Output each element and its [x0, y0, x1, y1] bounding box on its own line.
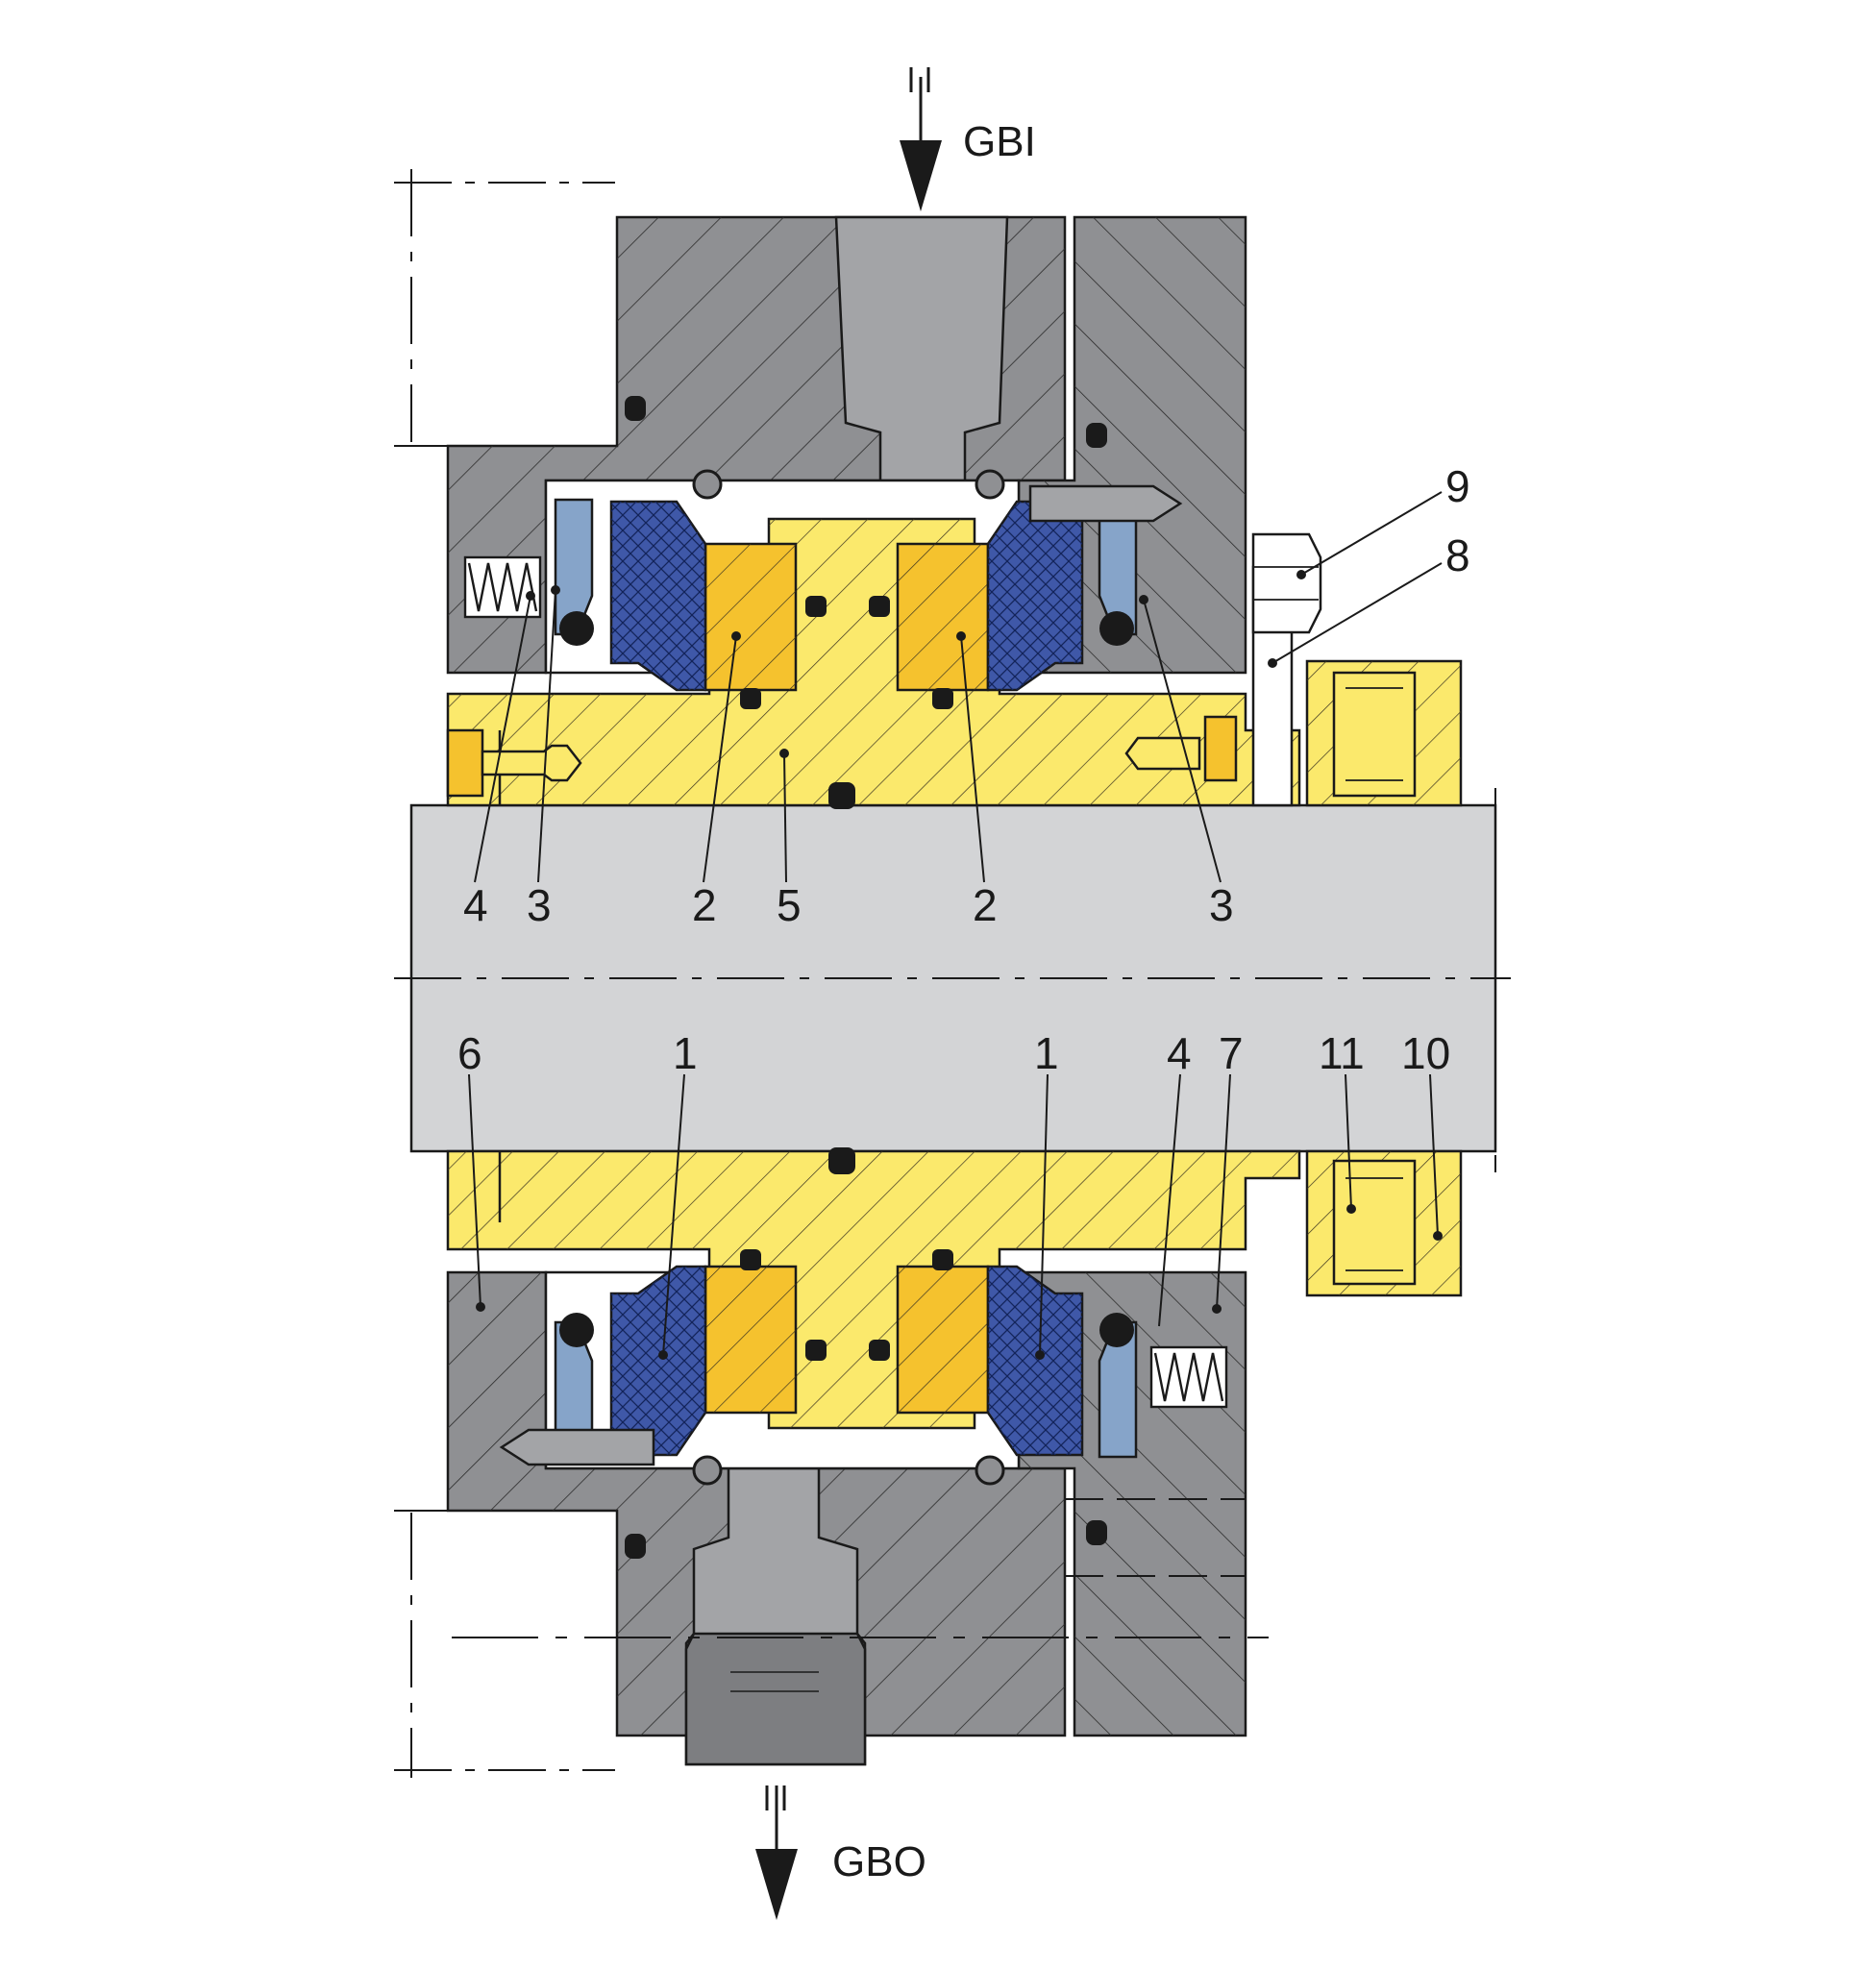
callout-4-lower: 4: [1167, 1028, 1192, 1078]
callout-8: 8: [1445, 530, 1470, 580]
callout-1-left: 1: [673, 1028, 698, 1078]
leader-lines: [468, 491, 1443, 1356]
callout-10: 10: [1401, 1028, 1450, 1078]
arrow-down-icon: [900, 140, 942, 211]
callout-labels: 4 3 2 5 2 3 6 1 1 4 7 11 10 9 8: [457, 461, 1470, 1078]
callout-2-upper-right: 2: [973, 880, 998, 930]
outlet-fitting-cap: [684, 1632, 867, 1766]
gas-outlet-arrow: [755, 1785, 798, 1920]
o-rings: [559, 396, 1134, 1559]
o-ring: [1099, 1313, 1134, 1347]
callout-7: 7: [1219, 1028, 1244, 1078]
springs: [463, 555, 1228, 1409]
pins: [446, 484, 1238, 1466]
callout-11: 11: [1319, 1028, 1365, 1078]
centerlines: [394, 169, 1511, 1778]
arrow-down-icon: [755, 1849, 798, 1920]
drive-plate: [1251, 532, 1322, 807]
callout-4-upper: 4: [463, 880, 488, 930]
leader-dots: [476, 570, 1443, 1360]
carbon-rings: [609, 500, 1084, 1457]
gas-inlet-label: GBI: [963, 118, 1036, 165]
o-ring: [559, 611, 594, 646]
callout-6: 6: [457, 1028, 482, 1078]
callout-9: 9: [1445, 461, 1470, 511]
callout-2-upper-left: 2: [692, 880, 717, 930]
o-ring: [559, 1313, 594, 1347]
bolt-head: [1251, 532, 1322, 634]
gas-outlet-label: GBO: [832, 1838, 926, 1885]
shaft-sleeve: [446, 517, 1463, 1430]
callout-3-upper-right: 3: [1209, 880, 1234, 930]
gas-inlet-arrow: [900, 67, 942, 211]
o-ring: [1099, 611, 1134, 646]
callout-5: 5: [777, 880, 802, 930]
seal-faces: [704, 542, 990, 1415]
callout-1-right: 1: [1034, 1028, 1059, 1078]
callout-3-upper-left: 3: [527, 880, 552, 930]
